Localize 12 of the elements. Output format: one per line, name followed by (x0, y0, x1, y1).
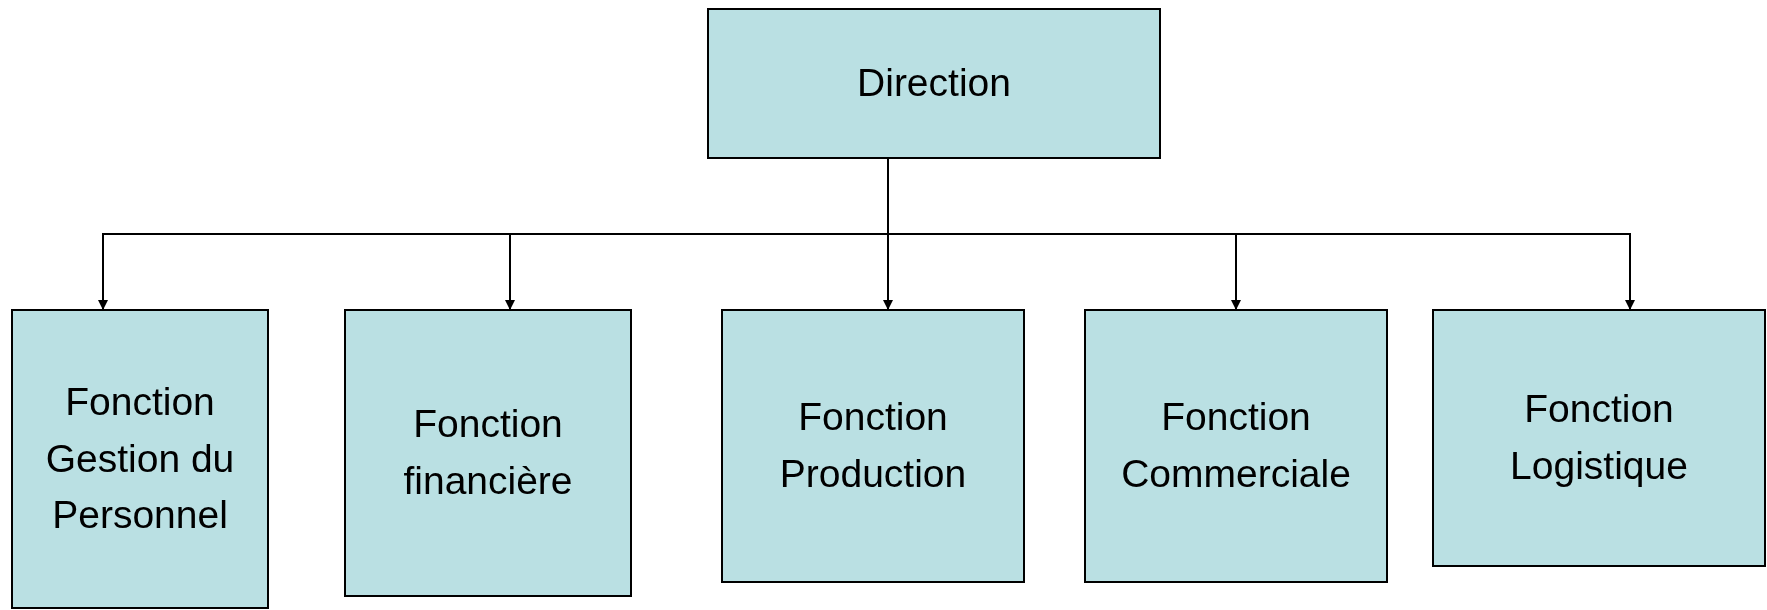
function-box (344, 309, 632, 597)
function-box (721, 309, 1025, 583)
function-box (1084, 309, 1388, 583)
function-box (1432, 309, 1766, 567)
box-label: Fonction financière (402, 401, 574, 504)
function-box (707, 8, 1161, 159)
box-label: Direction (857, 60, 1011, 107)
function-box (11, 309, 269, 609)
box-label: Fonction Logistique (1509, 386, 1689, 489)
box-label: Fonction Commerciale (1120, 394, 1352, 497)
box-label: Fonction Production (778, 394, 968, 497)
box-label: Fonction Gestion du Personnel (44, 379, 236, 539)
